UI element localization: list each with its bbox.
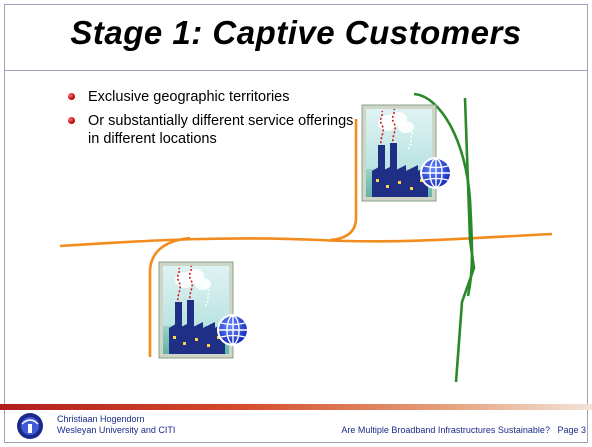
university-logo-icon bbox=[17, 413, 43, 439]
orange-network-main-line bbox=[59, 232, 553, 248]
footer-bar bbox=[0, 404, 592, 410]
orange-network-branch-right bbox=[329, 119, 358, 242]
slide-frame bbox=[4, 4, 588, 443]
footer-right: Are Multiple Broadband Infrastructures S… bbox=[341, 425, 586, 435]
author-name: Christiaan Hogendorn bbox=[57, 414, 145, 424]
title-divider bbox=[5, 70, 587, 71]
factory-globe-icon bbox=[361, 104, 453, 202]
slide-title: Stage 1: Captive Customers bbox=[70, 14, 522, 51]
bullet-text: Or substantially different service offer… bbox=[88, 113, 354, 147]
factory-globe-icon bbox=[158, 261, 250, 359]
page-number: Page 3 bbox=[557, 425, 586, 435]
bullet-text: Exclusive geographic territories bbox=[88, 89, 290, 105]
footer-author: Christiaan Hogendorn Wesleyan University… bbox=[57, 414, 175, 436]
bullet-icon bbox=[68, 93, 75, 100]
bullet-icon bbox=[68, 117, 75, 124]
talk-title: Are Multiple Broadband Infrastructures S… bbox=[341, 425, 550, 435]
orange-network-branch-left bbox=[148, 236, 191, 357]
bullet-list: Exclusive geographic territories Or subs… bbox=[68, 88, 358, 154]
green-network-line bbox=[454, 97, 476, 383]
author-affiliation: Wesleyan University and CITI bbox=[57, 425, 176, 435]
bullet-item: Exclusive geographic territories bbox=[68, 88, 358, 106]
bullet-item: Or substantially different service offer… bbox=[68, 112, 358, 148]
